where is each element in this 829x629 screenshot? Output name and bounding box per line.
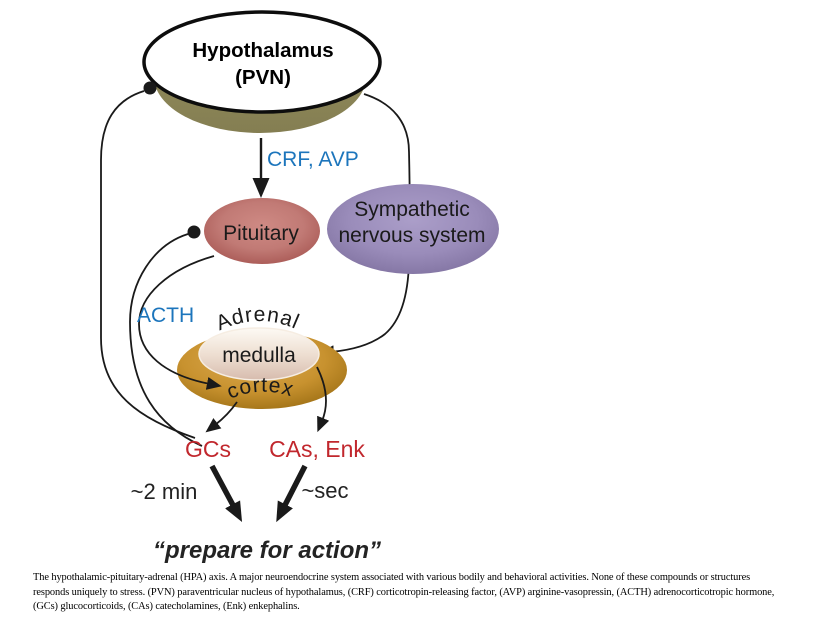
inhibitory-dot-pituitary — [187, 225, 201, 239]
hypothalamus-label-line1: Hypothalamus — [192, 39, 333, 62]
medulla-label: medulla — [222, 344, 296, 367]
figure-caption: The hypothalamic-pituitary-adrenal (HPA)… — [33, 571, 813, 615]
caption-line: responds uniquely to stress. (PVN) parav… — [33, 586, 775, 598]
gcs-label: GCs — [185, 436, 231, 462]
feedback-line-gcs-to-pituitary — [129, 233, 203, 447]
sympathetic-label-line2: nervous system — [338, 224, 485, 247]
arrow-cas-to-action — [276, 464, 308, 523]
arrow-medulla-to-cas — [316, 366, 330, 433]
inhibitory-dot-hypothalamus — [143, 81, 157, 95]
crf-avp-label: CRF, AVP — [267, 148, 359, 171]
prepare-for-action-label: “prepare for action” — [153, 537, 381, 564]
pituitary-node — [204, 198, 320, 264]
hypothalamus-node — [142, 10, 382, 114]
arrow-pituitary-to-cortex — [138, 255, 222, 390]
gcs-timing-label: ~2 min — [131, 479, 198, 504]
adrenal-medulla-node — [198, 327, 320, 381]
sympathetic-label-line1: Sympathetic — [354, 198, 470, 221]
arrow-gcs-to-action — [209, 464, 243, 522]
arrow-cortex-to-gcs — [205, 401, 238, 433]
cas-timing-label: ~sec — [301, 478, 348, 503]
feedback-line-gcs-to-hypothalamus — [100, 90, 196, 439]
caption-line: The hypothalamic-pituitary-adrenal (HPA)… — [33, 572, 751, 583]
caption-line: (GCs) glucocorticoids, (CAs) catecholami… — [33, 601, 300, 613]
sympathetic-node — [327, 184, 499, 274]
pituitary-label: Pituitary — [223, 222, 299, 245]
hypothalamus-label-line2: (PVN) — [235, 66, 291, 89]
acth-label: ACTH — [137, 304, 194, 327]
cas-enk-label: CAs, Enk — [269, 436, 365, 462]
